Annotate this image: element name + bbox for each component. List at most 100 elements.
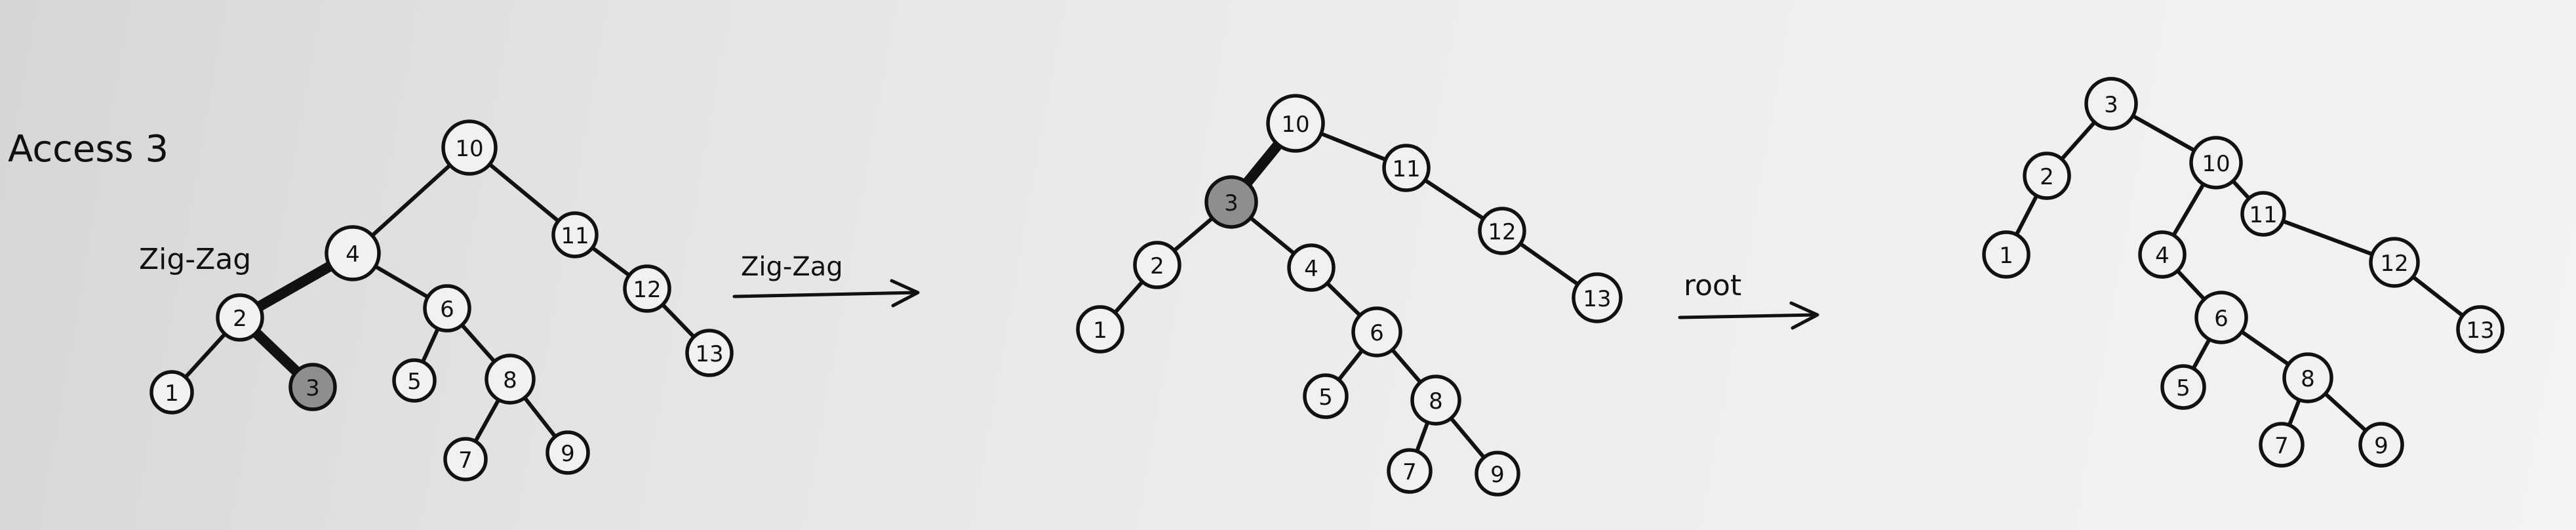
tree-node-9: 9	[1475, 451, 1520, 497]
node-label: 3	[1224, 190, 1238, 216]
node-label: 13	[695, 341, 723, 367]
node-circle	[685, 329, 734, 377]
tree-node-1: 1	[1076, 305, 1124, 354]
node-circle	[2282, 352, 2333, 403]
node-circle	[288, 363, 337, 411]
node-label: 6	[440, 296, 454, 323]
tree-node-11: 11	[551, 211, 599, 258]
tree-node-12: 12	[1478, 207, 1526, 255]
node-circle	[1410, 375, 1461, 426]
tree-node-3: 3	[288, 363, 337, 411]
node-circle	[2240, 191, 2286, 237]
node-circle	[149, 370, 194, 415]
node-circle	[1287, 243, 1336, 292]
node-circle	[1572, 272, 1623, 323]
tree-node-1: 1	[149, 370, 194, 415]
tree-node-13: 13	[2456, 305, 2505, 354]
node-circle	[1478, 207, 1526, 255]
zig-zag-annotation: Zig-Zag	[139, 243, 251, 276]
node-label: 8	[1429, 388, 1443, 415]
node-circle	[441, 119, 498, 176]
node-label: 4	[2155, 243, 2170, 269]
tree-node-11: 11	[1382, 144, 1431, 192]
node-circle	[1475, 451, 1520, 497]
node-label: 5	[1318, 384, 1333, 411]
node-label: 5	[2176, 375, 2190, 401]
tree-node-7: 7	[2259, 422, 2305, 468]
node-circle	[443, 437, 488, 481]
node-circle	[2369, 237, 2420, 288]
node-label: 11	[561, 223, 589, 249]
node-circle	[216, 293, 264, 342]
tree-node-4: 4	[1287, 243, 1336, 292]
node-circle	[1382, 144, 1431, 192]
node-label: 9	[1490, 462, 1505, 488]
tree-node-3: 3	[1204, 175, 1258, 229]
node-circle	[623, 264, 671, 313]
tree-node-12: 12	[2369, 237, 2420, 288]
root-arrow-label: root	[1684, 269, 1741, 302]
node-label: 12	[1488, 219, 1516, 245]
node-label: 1	[1093, 317, 1107, 344]
node-label: 6	[1370, 320, 1384, 346]
node-label: 2	[233, 306, 247, 332]
node-label: 10	[1281, 112, 1309, 138]
node-label: 13	[2466, 317, 2494, 344]
node-circle	[1076, 305, 1124, 354]
tree-node-13: 13	[685, 329, 734, 377]
zig-zag-arrow-label: Zig-Zag	[741, 252, 843, 282]
node-circle	[1387, 448, 1433, 494]
tree-node-6: 6	[2194, 291, 2248, 344]
arrow-right-icon	[1678, 301, 1819, 330]
tree-node-10: 10	[1266, 94, 1325, 153]
node-circle	[551, 211, 599, 258]
node-circle	[1133, 241, 1181, 289]
tree-node-2: 2	[216, 293, 264, 342]
tree-node-4: 4	[325, 225, 381, 281]
node-circle	[1266, 94, 1325, 153]
node-label: 11	[1392, 156, 1420, 182]
tree-node-5: 5	[2160, 364, 2206, 410]
tree-node-1: 1	[1982, 230, 2031, 279]
node-circle	[392, 358, 437, 403]
tree-node-5: 5	[1303, 373, 1349, 419]
node-circle	[1303, 373, 1349, 419]
node-label: 2	[2040, 164, 2054, 190]
node-label: 3	[306, 375, 320, 401]
node-circle	[1204, 175, 1258, 229]
node-label: 7	[458, 447, 473, 474]
tree-node-8: 8	[1410, 375, 1461, 426]
node-circle	[1982, 230, 2031, 279]
node-label: 7	[1402, 459, 1417, 485]
node-circle	[2138, 230, 2187, 279]
tree-node-7: 7	[1387, 448, 1433, 494]
tree-node-13: 13	[1572, 272, 1623, 323]
node-label: 1	[165, 380, 179, 407]
arrow-right-icon	[732, 279, 920, 308]
node-label: 12	[633, 277, 661, 303]
node-label: 9	[561, 441, 575, 467]
node-circle	[545, 430, 590, 475]
node-circle	[1351, 306, 1402, 357]
tree-node-6: 6	[423, 284, 471, 333]
node-label: 4	[346, 241, 360, 268]
tree-node-4: 4	[2138, 230, 2187, 279]
tree-node-9: 9	[2358, 422, 2404, 468]
tree-node-9: 9	[545, 430, 590, 475]
node-label: 11	[2249, 202, 2277, 228]
node-circle	[2189, 136, 2243, 190]
node-label: 12	[2380, 251, 2408, 277]
tree-node-3: 3	[2084, 77, 2138, 131]
tree-node-5: 5	[392, 358, 437, 403]
title-access-3: Access 3	[8, 128, 168, 171]
node-circle	[423, 284, 471, 333]
tree-node-7: 7	[443, 437, 488, 481]
node-circle	[325, 225, 381, 281]
tree-node-10: 10	[2189, 136, 2243, 190]
node-label: 8	[2301, 366, 2315, 392]
node-circle	[2456, 305, 2505, 354]
node-label: 2	[1150, 253, 1164, 279]
node-circle	[2084, 77, 2138, 131]
